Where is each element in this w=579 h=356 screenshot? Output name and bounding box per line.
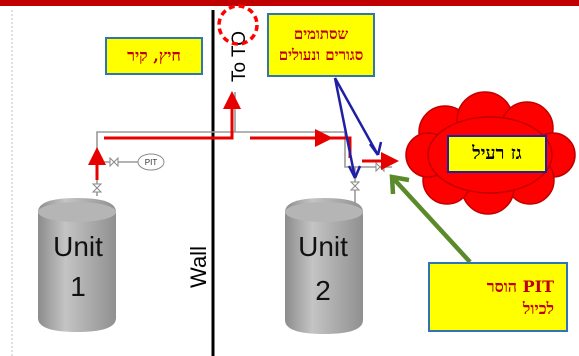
- outside-wall-text: חיץ, קיר: [127, 46, 181, 65]
- callout-pit-removed: PIT הוסר לכיול: [428, 262, 568, 332]
- valve-unit1: [91, 183, 103, 193]
- unit1-name: Unit: [53, 231, 103, 262]
- to-label: To TO: [229, 31, 250, 82]
- closed-valves-line1: שסתומים: [293, 25, 349, 43]
- flow-arrows: [88, 91, 399, 180]
- unit1-number: 1: [70, 271, 86, 302]
- highlight-circle: [217, 4, 259, 46]
- wall-label: Wall: [186, 246, 211, 288]
- pit-instrument: [137, 153, 165, 171]
- valve-unit2: [349, 181, 361, 191]
- callout-closed-valves: שסתומים סגורים ונעולים: [267, 13, 375, 77]
- valve-outlet: [375, 161, 385, 173]
- unit2-number: 2: [315, 275, 331, 306]
- callout-outside-wall: חיץ, קיר: [105, 37, 203, 75]
- tank-unit1: [38, 198, 116, 332]
- callout-toxic-gas: גז רעיל: [447, 135, 547, 173]
- unit2-name: Unit: [298, 231, 348, 262]
- tank-unit2: [285, 198, 363, 334]
- valve-pit: [109, 156, 119, 168]
- closed-valves-line2: סגורים ונעולים: [278, 46, 364, 64]
- pit-removed-line1: PIT הוסר: [486, 277, 554, 296]
- green-arrow: [389, 174, 472, 264]
- piping: [96, 92, 392, 205]
- top-bar: [0, 0, 579, 6]
- blue-pointers: [333, 77, 383, 179]
- toxic-gas-text: גז רעיל: [472, 143, 522, 164]
- pit-label: PIT: [145, 158, 158, 167]
- pit-removed-line2: לכיול: [522, 299, 554, 318]
